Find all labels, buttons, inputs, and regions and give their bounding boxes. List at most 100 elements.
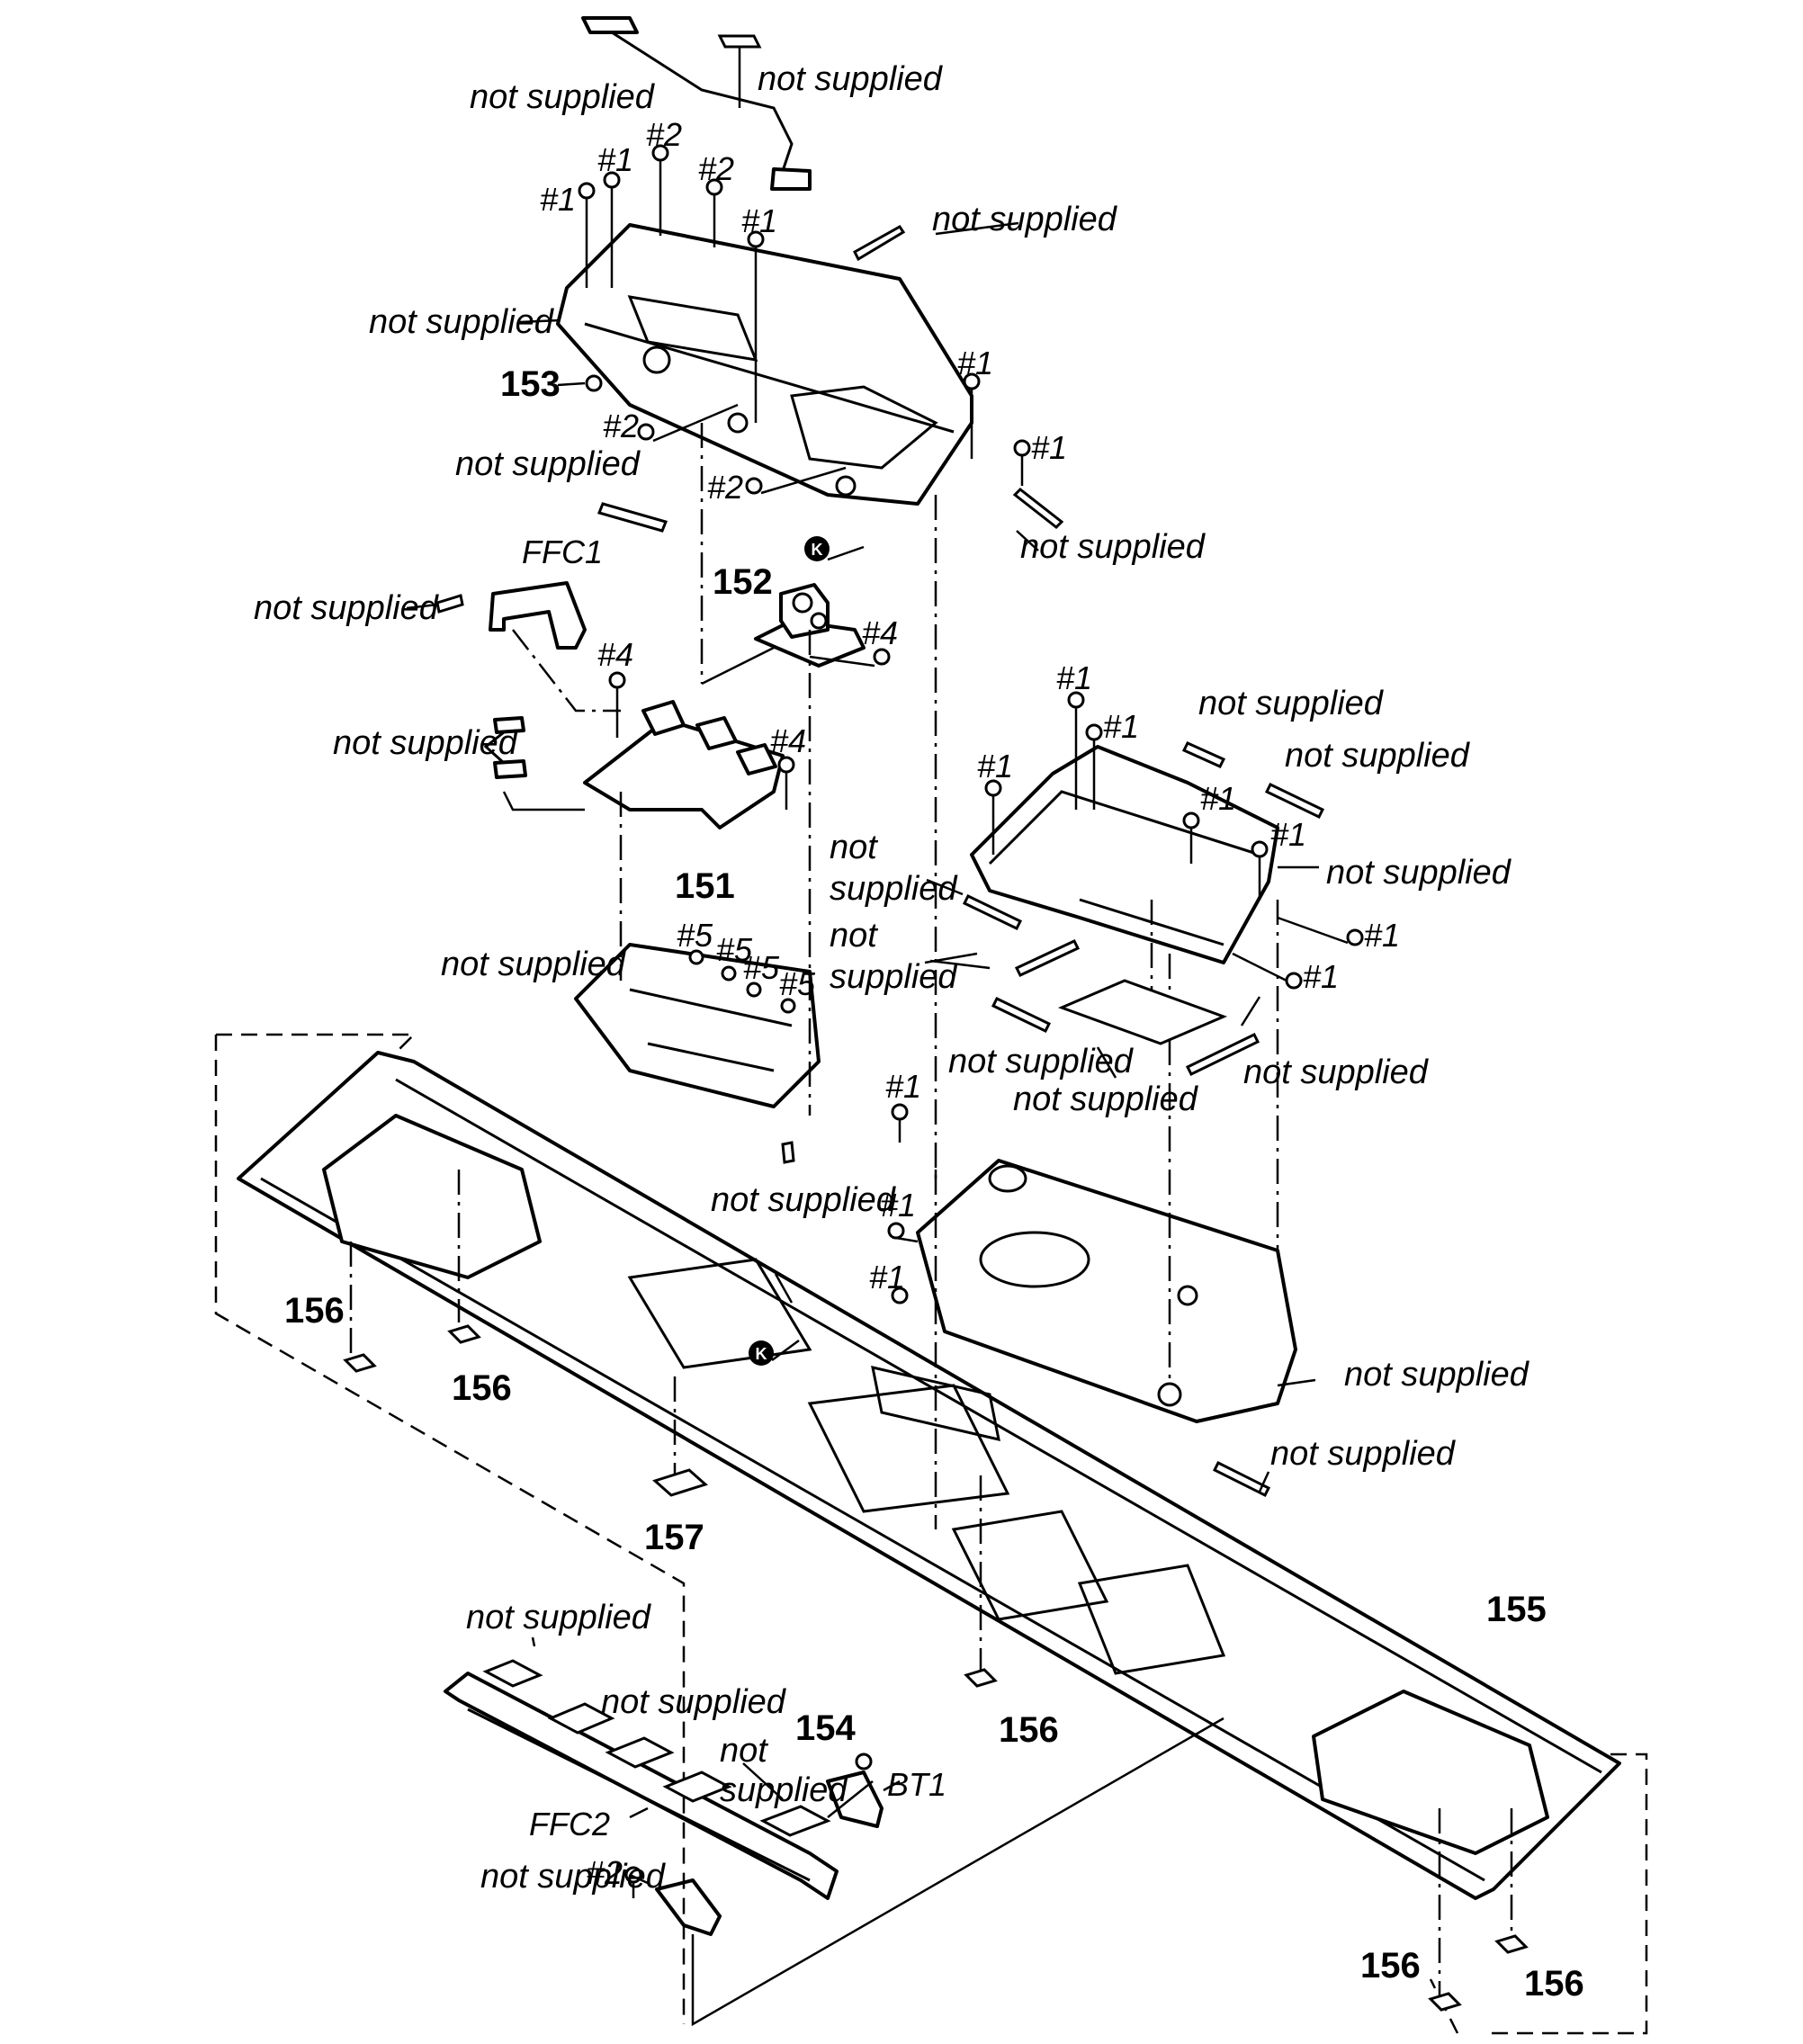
screw-4-b <box>608 671 626 738</box>
label-part-155: 155 <box>1486 1590 1547 1629</box>
label-screw-2-e: #2 <box>587 1854 623 1891</box>
screw-1-k <box>1277 916 1364 946</box>
bottom-clip <box>655 1878 722 1936</box>
label-screw-4-b: #4 <box>597 636 633 673</box>
label-screw-2-b: #2 <box>698 150 734 187</box>
label-not-line-1-a: not <box>830 829 878 866</box>
label-screw-1-f: #1 <box>1056 659 1092 696</box>
label-not-line-2-a: not <box>830 917 878 955</box>
label-not-supplied-cable-left: not supplied <box>470 78 656 116</box>
label-screw-1-k: #1 <box>1364 917 1400 954</box>
screw-2-c <box>637 403 739 443</box>
label-screw-5-a: #5 <box>677 917 713 954</box>
chassis-bracket <box>916 1159 1297 1423</box>
screw-1-d <box>963 372 981 459</box>
label-not-supplied-chassis-tape: not supplied <box>1270 1435 1457 1473</box>
label-screw-1-c: #1 <box>741 202 777 239</box>
label-not-supplied-ffc2-mid: not supplied <box>601 1683 787 1721</box>
label-screw-2-d: #2 <box>707 469 743 506</box>
label-not-supplied-right-3: not supplied <box>1326 854 1512 892</box>
screw-4-c <box>777 756 795 810</box>
label-not-supplied-right-6: not supplied <box>1013 1080 1199 1118</box>
label-part-156-c: 156 <box>999 1710 1059 1750</box>
ref-k-label-bottom: K <box>756 1345 767 1363</box>
screw-2-d <box>745 466 847 495</box>
label-part-151: 151 <box>675 866 735 906</box>
screw-1-c <box>747 230 765 423</box>
screw-1-h <box>984 779 1002 855</box>
label-screw-1-a: #1 <box>540 181 576 218</box>
screw-5-c <box>746 982 762 998</box>
screw-1-a <box>578 182 596 288</box>
label-screw-1-d: #1 <box>957 345 993 381</box>
label-not-line-3-a: not <box>720 1732 768 1770</box>
screw-1-g <box>1085 723 1103 810</box>
label-not-supplied-chassis: not supplied <box>1344 1356 1530 1394</box>
label-screw-2-c: #2 <box>603 408 639 444</box>
screw-1-f <box>1067 691 1085 810</box>
label-screw-4-c: #4 <box>770 722 806 759</box>
screw-5-b <box>721 965 737 982</box>
label-part-156-d: 156 <box>1360 1946 1421 1986</box>
label-screw-1-n: #1 <box>880 1187 916 1224</box>
screw-1-o <box>891 1286 909 1304</box>
screw-1-m <box>891 1103 909 1143</box>
screw-154 <box>855 1753 873 1771</box>
label-not-supplied-ffc2-top: not supplied <box>466 1599 652 1636</box>
label-not-supplied-tape-left: not supplied <box>455 445 641 483</box>
label-not-supplied-ffc1: not supplied <box>254 589 440 627</box>
label-not-supplied-bracket-151: not supplied <box>441 946 627 983</box>
screw-2-e <box>624 1866 642 1898</box>
label-part-156-a: 156 <box>284 1291 345 1331</box>
small-cable-left <box>483 716 527 779</box>
label-not-supplied-center: not supplied <box>711 1181 897 1219</box>
screw-2-a <box>651 144 669 236</box>
screw-1-j <box>1251 840 1269 900</box>
label-leaders <box>406 221 1319 1886</box>
label-screw-4-a: #4 <box>862 614 898 651</box>
label-screw-1-l: #1 <box>1303 958 1339 995</box>
label-screw-2-a: #2 <box>646 116 682 153</box>
label-not-supplied-clip: not supplied <box>480 1858 667 1896</box>
label-not-supplied-right-5: not supplied <box>1243 1053 1430 1091</box>
label-screw-1-i: #1 <box>1200 780 1236 817</box>
screw-1-i <box>1182 811 1200 864</box>
right-bracket <box>970 745 1279 964</box>
ffc2-bracket <box>444 1672 839 1900</box>
label-screw-1-m: #1 <box>885 1068 921 1105</box>
label-supplied-line-1-b: supplied <box>830 870 958 908</box>
label-part-153: 153 <box>500 364 561 404</box>
screw-1-n <box>887 1222 919 1243</box>
label-part-156-b: 156 <box>452 1368 512 1408</box>
label-bt1: BT1 <box>887 1766 946 1803</box>
ref-k-label-top: K <box>812 541 823 559</box>
screw-1-l <box>1232 952 1303 990</box>
label-screw-1-e: #1 <box>1031 429 1067 466</box>
label-screw-5-c: #5 <box>743 949 780 986</box>
label-supplied-line-3-b: supplied <box>720 1771 848 1809</box>
label-not-supplied-right-2: not supplied <box>1285 737 1471 775</box>
label-not-supplied-cable-right: not supplied <box>758 60 944 98</box>
label-supplied-line-2-b: supplied <box>830 958 958 996</box>
label-ffc1: FFC1 <box>522 533 603 570</box>
screw-1-b <box>603 171 621 288</box>
label-not-supplied-bracket-left: not supplied <box>369 303 555 341</box>
label-screw-1-o: #1 <box>869 1259 905 1295</box>
ref-k-markers: K K <box>749 536 865 1366</box>
pads <box>343 1324 1529 2012</box>
label-part-154: 154 <box>795 1708 856 1748</box>
screw-5-d <box>780 998 796 1014</box>
screw-4-a <box>809 648 891 668</box>
label-not-supplied-right-4: not supplied <box>948 1043 1135 1080</box>
labels: not supplied not supplied not supplied n… <box>254 60 1584 2004</box>
screw-5-a <box>688 949 704 965</box>
alignment-lines <box>349 423 1513 2027</box>
screw-153 <box>585 374 603 392</box>
label-not-supplied-tape-right: not supplied <box>1020 528 1206 566</box>
label-screw-1-g: #1 <box>1103 708 1139 745</box>
label-ffc2: FFC2 <box>529 1806 610 1842</box>
main-housing-155 <box>237 1051 1621 1900</box>
label-screw-1-h: #1 <box>977 748 1013 784</box>
screw-1-e <box>1013 439 1031 486</box>
